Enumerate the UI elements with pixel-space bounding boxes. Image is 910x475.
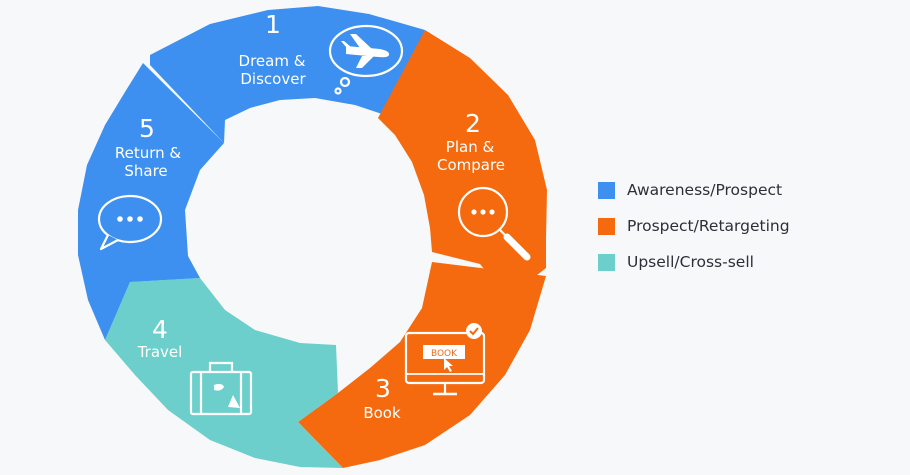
- segment-number-1: 1: [265, 10, 281, 39]
- legend-item-upsell: Upsell/Cross-sell: [598, 252, 858, 272]
- segment-number-2: 2: [465, 109, 481, 138]
- segment-book: 3 Book BOOK: [298, 262, 546, 468]
- segment-travel: 4 Travel: [105, 278, 343, 468]
- segment-label-5b: Share: [124, 162, 167, 180]
- book-button-label: BOOK: [431, 349, 458, 359]
- legend-swatch-upsell: [598, 253, 615, 271]
- segment-number-4: 4: [152, 315, 168, 344]
- segment-label-2a: Plan &: [446, 138, 495, 156]
- segment-plan-compare: 2 Plan & Compare: [378, 30, 547, 298]
- monitor-book-icon: BOOK: [404, 323, 486, 396]
- segment-number-3: 3: [375, 374, 391, 403]
- suitcase-icon: [189, 361, 253, 416]
- segment-label-1a: Dream &: [239, 52, 306, 70]
- speech-bubble-icon: [97, 194, 163, 251]
- segment-label-2b: Compare: [437, 156, 505, 174]
- airplane-thought-icon: [328, 24, 404, 95]
- legend-item-awareness: Awareness/Prospect: [598, 180, 858, 200]
- segment-label-5a: Return &: [115, 144, 182, 162]
- segment-label-3: Book: [363, 404, 401, 422]
- legend-label-awareness: Awareness/Prospect: [627, 181, 783, 199]
- segment-number-5: 5: [139, 114, 155, 143]
- legend-label-upsell: Upsell/Cross-sell: [627, 253, 754, 271]
- legend: Awareness/Prospect Prospect/Retargeting …: [598, 180, 858, 288]
- segment-label-1b: Discover: [240, 70, 306, 88]
- segment-return-share: 5 Return & Share: [78, 63, 224, 340]
- segment-dream-discover: 1 Dream & Discover: [150, 6, 425, 143]
- journey-cycle: 1 Dream & Discover 2 Plan & Compare: [78, 6, 547, 468]
- legend-label-retargeting: Prospect/Retargeting: [627, 217, 790, 235]
- segment-shape-3: [298, 262, 546, 468]
- legend-item-retargeting: Prospect/Retargeting: [598, 216, 858, 236]
- segment-label-4: Travel: [137, 343, 183, 361]
- legend-swatch-awareness: [598, 181, 615, 199]
- magnifier-icon: [457, 186, 531, 261]
- legend-swatch-retargeting: [598, 217, 615, 235]
- segment-shape-2: [378, 30, 547, 298]
